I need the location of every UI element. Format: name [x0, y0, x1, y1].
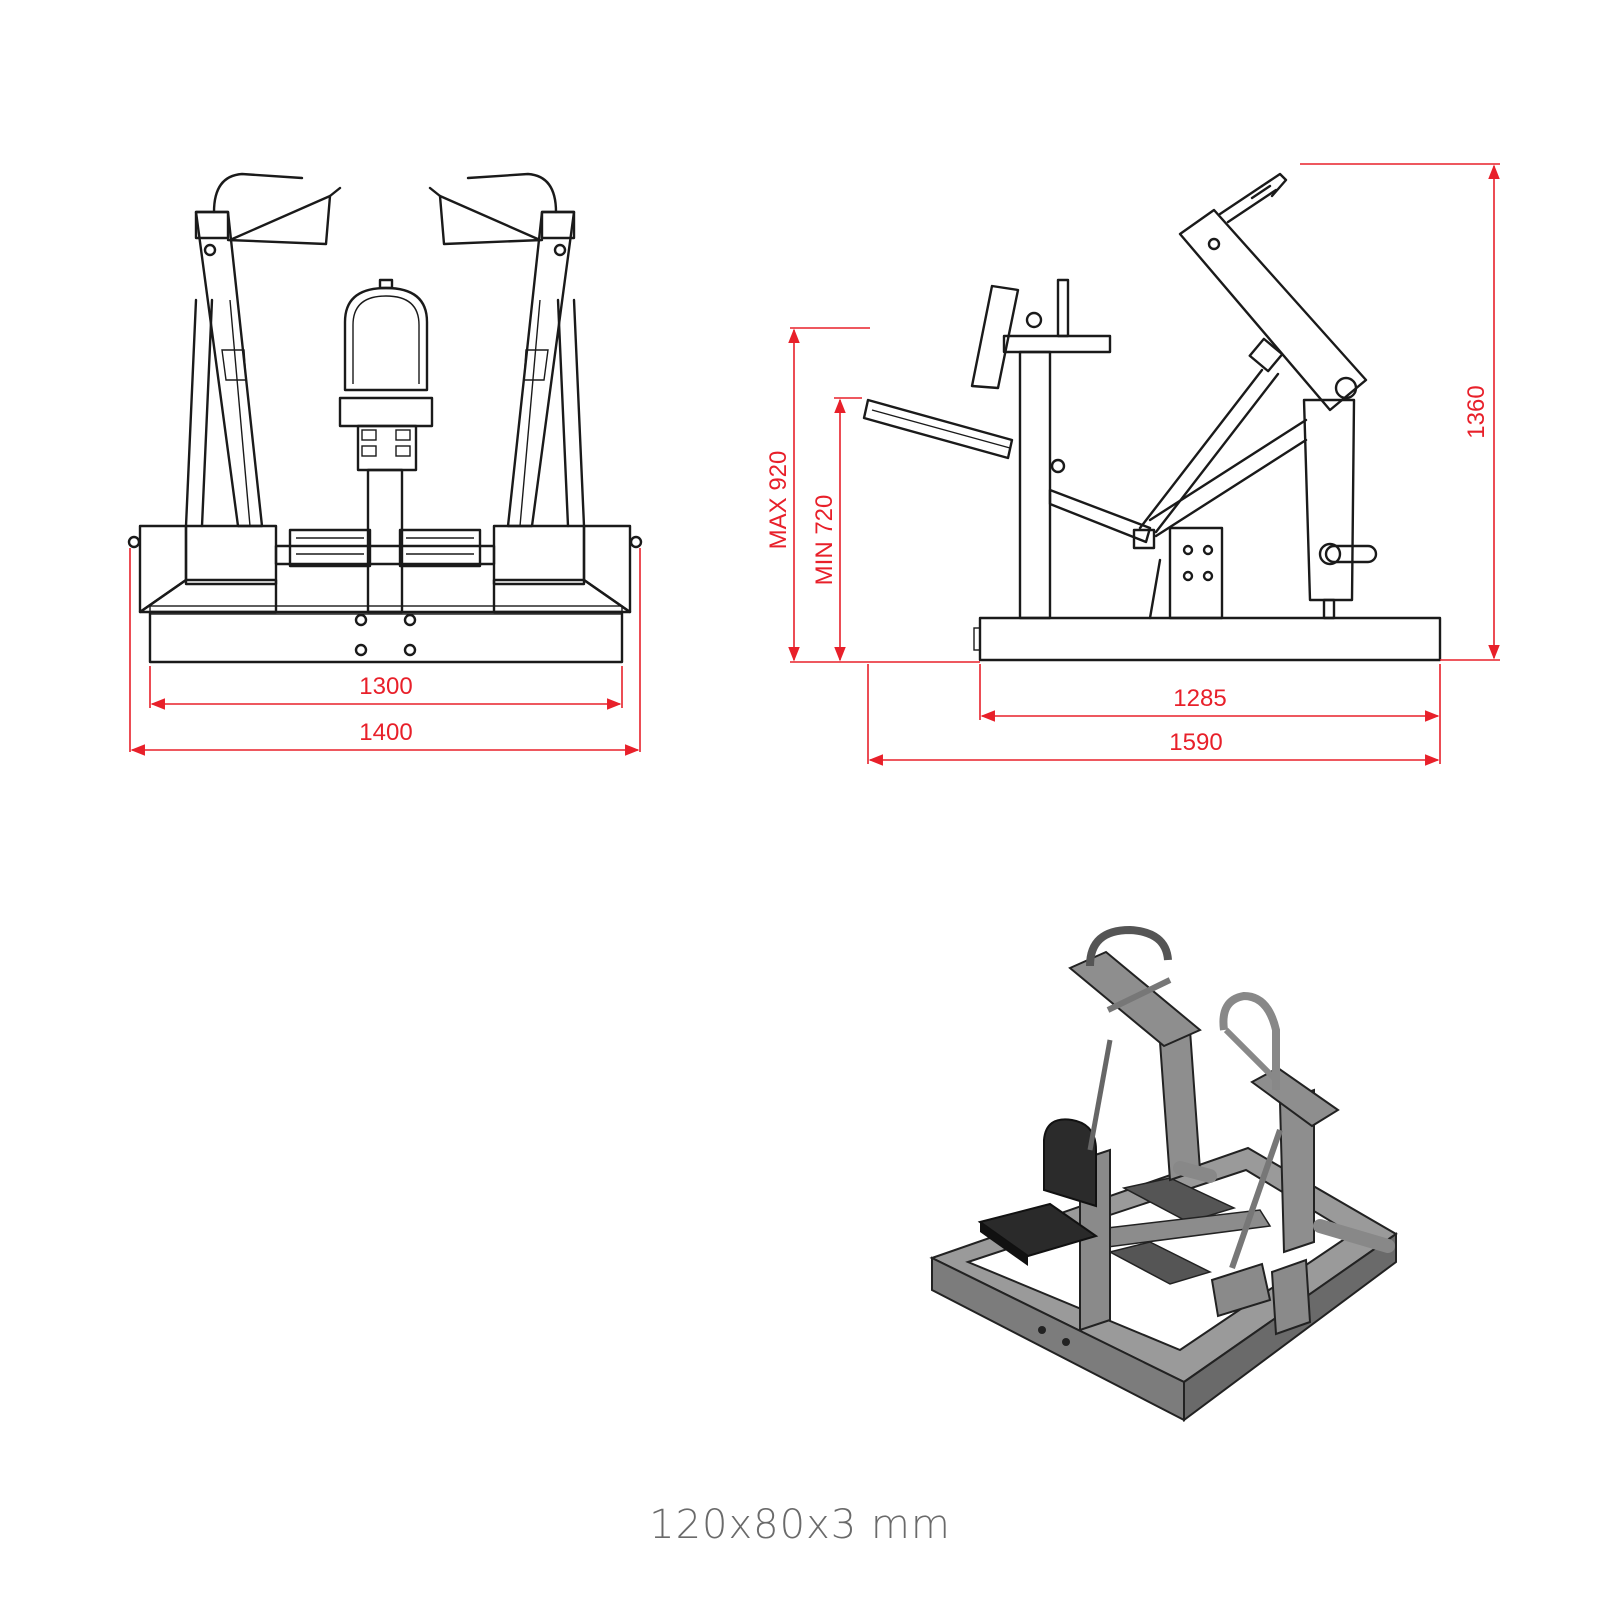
side-view-drawing: [862, 172, 1442, 662]
height-label: 1360: [1463, 385, 1490, 438]
front-width-inner-label: 1300: [359, 673, 412, 700]
seat-max-label: MAX 920: [765, 451, 792, 550]
front-width-outer-label: 1400: [359, 719, 412, 746]
front-view-drawing: [127, 172, 643, 664]
length-inner-label: 1285: [1173, 685, 1226, 712]
side-dimensions: MAX 920 MIN 720 1360 1285 1590: [765, 163, 1500, 766]
isometric-render: [929, 925, 1398, 1422]
seat-min-label: MIN 720: [811, 495, 838, 586]
length-outer-label: 1590: [1169, 729, 1222, 756]
front-dimensions: 1300 1400: [129, 548, 641, 756]
tubing-spec-label: 120x80x3 mm: [649, 1502, 951, 1548]
